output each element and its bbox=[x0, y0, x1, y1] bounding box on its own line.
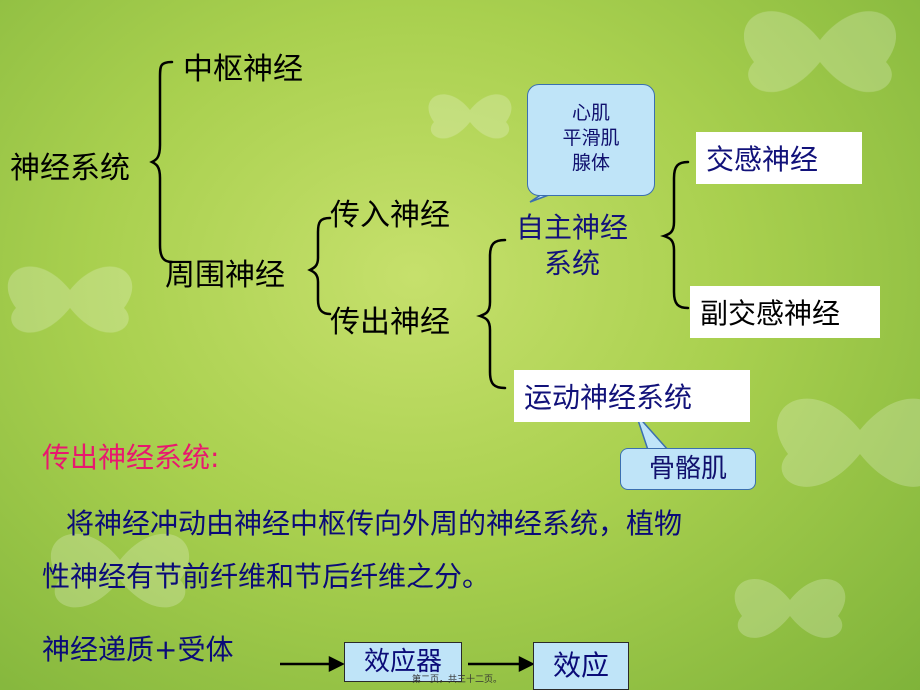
node-somatic-motor-label: 运动神经系统 bbox=[524, 381, 693, 414]
butterfly-icon bbox=[743, 11, 897, 93]
bracket-autonomic bbox=[660, 160, 690, 310]
flow-effect: 效应 bbox=[533, 642, 629, 690]
callout-autonomic-targets: 心肌 平滑肌 腺体 bbox=[527, 84, 655, 196]
node-sympathetic-label: 交感神经 bbox=[706, 143, 819, 176]
butterfly-icon bbox=[7, 266, 133, 333]
callout-target-smooth: 平滑肌 bbox=[562, 127, 620, 149]
callout-target-cardiac: 心肌 bbox=[571, 102, 610, 124]
node-somatic-motor: 运动神经系统 bbox=[514, 370, 750, 422]
butterfly-icon bbox=[734, 579, 846, 638]
flow-effector: 效应器 bbox=[344, 642, 462, 682]
node-sympathetic: 交感神经 bbox=[696, 132, 862, 184]
bracket-pns bbox=[307, 216, 332, 316]
callout-target-gland: 腺体 bbox=[571, 152, 610, 174]
node-nervous-system: 神经系统 bbox=[10, 151, 130, 186]
definition-heading: 传出神经系统: bbox=[42, 441, 220, 474]
node-autonomic-line2: 系统 bbox=[544, 247, 601, 280]
arrow-head-icon bbox=[518, 655, 535, 673]
node-autonomic: 自主神经 系统 bbox=[516, 210, 628, 282]
node-efferent: 传出神经 bbox=[330, 305, 450, 340]
node-parasympathetic: 副交感神经 bbox=[690, 286, 880, 338]
flow-start: 神经递质+受体 bbox=[42, 633, 234, 666]
node-parasympathetic-label: 副交感神经 bbox=[700, 297, 841, 330]
bracket-efferent bbox=[476, 238, 507, 390]
definition-line1: 将神经冲动由神经中枢传向外周的神经系统，植物 bbox=[66, 507, 683, 540]
node-pns: 周围神经 bbox=[165, 258, 285, 293]
bracket-root bbox=[149, 60, 174, 264]
node-autonomic-line1: 自主神经 bbox=[516, 211, 629, 244]
definition-line2: 性神经有节前纤维和节后纤维之分。 bbox=[42, 560, 491, 593]
page-footer: 第二页，共三十二页。 bbox=[412, 675, 503, 685]
butterfly-icon bbox=[777, 398, 920, 487]
node-cns: 中枢神经 bbox=[183, 52, 303, 87]
butterfly-icon bbox=[50, 533, 190, 608]
butterfly-icon bbox=[428, 94, 512, 139]
callout-motor-target: 骨骼肌 bbox=[620, 448, 756, 490]
arrow-head-icon bbox=[328, 655, 345, 673]
node-afferent: 传入神经 bbox=[330, 198, 450, 233]
